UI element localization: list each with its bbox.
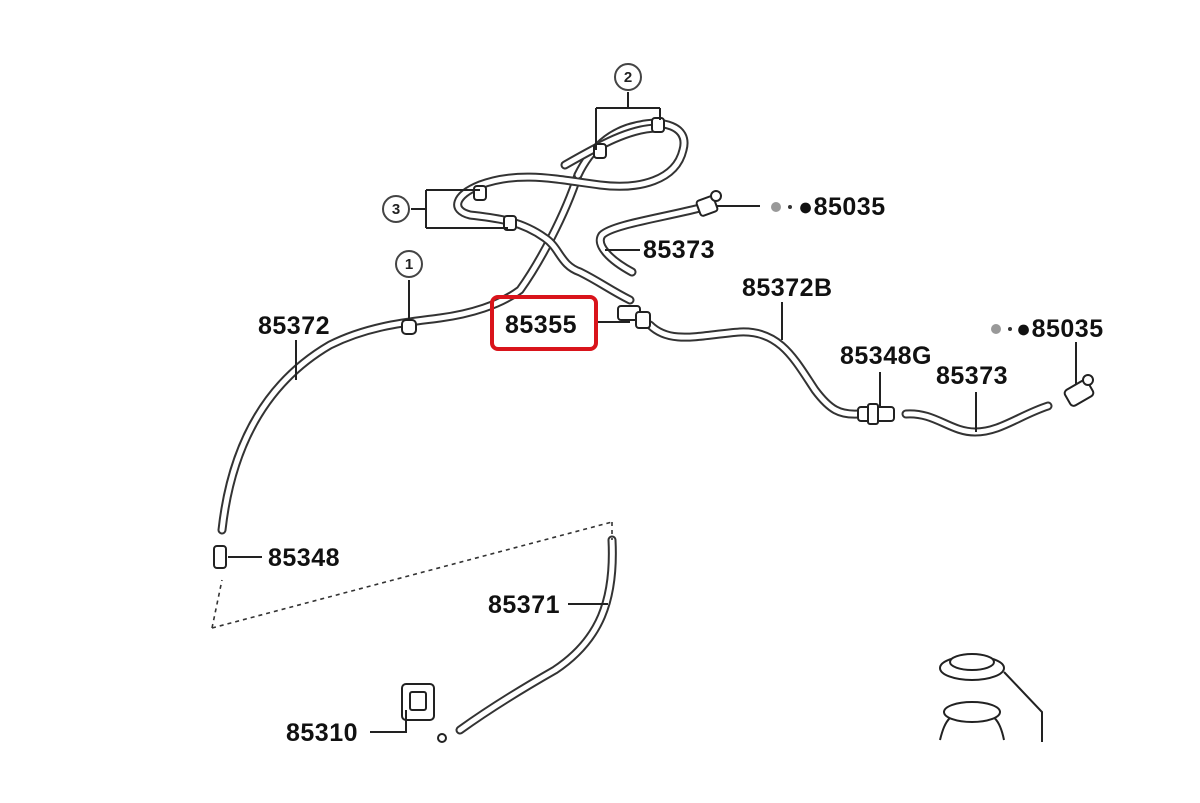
- label-85372: 85372: [258, 312, 330, 340]
- screw-symbol-top: [771, 202, 792, 212]
- nozzle-right: [1063, 374, 1095, 407]
- hose-85372: [217, 170, 583, 535]
- pump-85310: [401, 683, 447, 743]
- washer-tank-neck: [939, 653, 1005, 741]
- callout-1: 1: [395, 250, 423, 278]
- label-85373-right: 85373: [936, 362, 1008, 390]
- callout-2-label: 2: [624, 69, 632, 86]
- valve-85348G: [857, 403, 895, 425]
- hose-85371: [455, 535, 617, 735]
- connector-85348: [213, 545, 227, 569]
- hose-upper-loop: [453, 118, 689, 305]
- hose-upper-loop-2: [560, 123, 663, 170]
- leader-lines: [228, 92, 1077, 742]
- label-85035-right: ●85035: [1016, 315, 1104, 343]
- label-85310: 85310: [286, 719, 358, 747]
- joint-85355: [617, 305, 651, 329]
- clamp-3b: [503, 215, 517, 231]
- label-85355: 85355: [505, 311, 577, 339]
- highlight-box-85355: [490, 295, 598, 351]
- hose-85372B: [645, 320, 863, 419]
- callout-2: 2: [614, 63, 642, 91]
- clamp-1: [401, 319, 417, 335]
- label-85371: 85371: [488, 591, 560, 619]
- dashed-boundary: [211, 521, 613, 629]
- callout-1-label: 1: [405, 256, 413, 273]
- nozzle-top: [695, 190, 722, 217]
- label-85373-top: 85373: [643, 236, 715, 264]
- screw-symbol-right: [991, 324, 1012, 334]
- clamp-3a: [473, 185, 487, 201]
- label-85372B: 85372B: [742, 274, 833, 302]
- callout-3: 3: [382, 195, 410, 223]
- label-85348: 85348: [268, 544, 340, 572]
- clamp-2b: [651, 117, 665, 133]
- hose-85373-top: [595, 203, 705, 277]
- label-85348G: 85348G: [840, 342, 932, 370]
- callout-3-label: 3: [392, 201, 400, 218]
- label-85035-top: ●85035: [798, 193, 886, 221]
